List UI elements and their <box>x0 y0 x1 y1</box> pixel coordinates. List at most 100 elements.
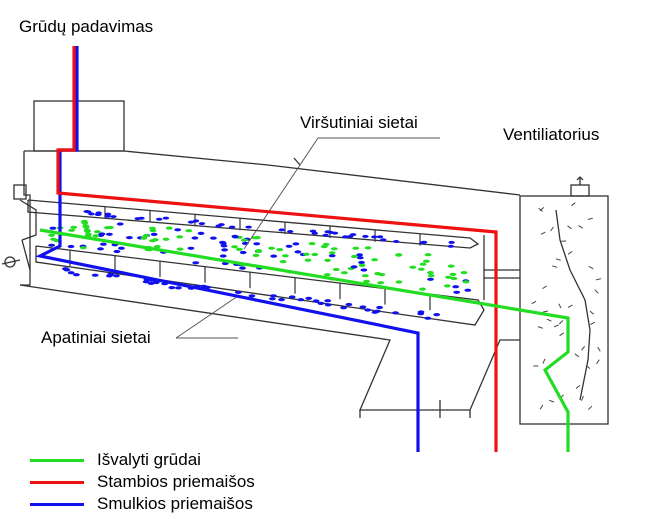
grain-particle <box>279 260 287 264</box>
grain-particle <box>362 234 369 238</box>
grain-particle <box>104 212 112 216</box>
airflow-dash <box>555 258 561 261</box>
airflow-dash <box>587 405 593 411</box>
grain-particle <box>359 305 367 309</box>
airflow-dash <box>537 326 543 329</box>
grain-particle <box>292 242 300 246</box>
grain-particle <box>48 233 55 237</box>
grain-particle <box>221 248 229 252</box>
grain-particle <box>349 233 357 237</box>
grain-particle <box>419 287 426 291</box>
grain-particle <box>443 284 451 288</box>
airflow-dash <box>596 359 600 365</box>
grain-particle <box>228 225 236 229</box>
grain-particle <box>330 247 338 251</box>
grain-particle <box>113 274 120 278</box>
airflow-dash <box>587 217 593 220</box>
grain-particle <box>191 236 199 240</box>
grain-particle <box>231 245 239 249</box>
grain-particle <box>239 250 247 255</box>
fan-label: Ventiliatorius <box>503 125 600 145</box>
airflow-dash <box>597 346 601 352</box>
grain-particle <box>417 267 425 271</box>
clean-grain-flow <box>39 228 570 452</box>
grain-particle <box>350 265 358 269</box>
grain-particle <box>445 275 452 279</box>
grain-particle <box>168 286 176 290</box>
airflow-dash <box>585 364 591 369</box>
airflow-dash <box>567 304 573 308</box>
legend-item-clean: Išvalyti grūdai <box>30 450 201 470</box>
grain-particle <box>324 230 331 234</box>
grain-particle <box>395 280 403 284</box>
feed-hopper <box>33 100 125 152</box>
grain-particle <box>197 231 205 235</box>
airflow-dash <box>590 321 596 326</box>
grain-particle <box>82 225 90 229</box>
grain-particle <box>464 288 472 292</box>
grain-particle <box>323 273 331 277</box>
grain-particle <box>328 254 336 258</box>
grain-particle <box>113 249 121 254</box>
grain-particle <box>358 263 366 267</box>
grain-particle <box>235 247 243 251</box>
grain-particle <box>62 267 69 271</box>
grain-particle <box>107 225 114 230</box>
grain-particle <box>304 258 312 262</box>
grain-particle <box>150 232 158 236</box>
airflow-dash <box>558 303 562 309</box>
airflow-dash <box>578 225 583 229</box>
grain-particle <box>220 244 228 248</box>
grain-particle <box>210 236 217 240</box>
grain-particle <box>341 271 348 275</box>
grain-particle <box>49 226 57 230</box>
fan-body <box>519 195 609 425</box>
grain-particle <box>125 236 133 240</box>
grain-particle <box>100 242 107 246</box>
grain-particle <box>417 310 425 314</box>
grain-particle <box>424 316 432 320</box>
grain-particle <box>308 242 316 246</box>
grain-particle <box>374 309 381 313</box>
airflow-dash <box>567 225 572 230</box>
legend-label-clean: Išvalyti grūdai <box>97 450 201 469</box>
legend-label-coarse: Stambios priemaišos <box>97 472 255 491</box>
grain-particle <box>364 308 372 312</box>
grain-particle <box>138 216 145 220</box>
grain-particle <box>174 228 182 232</box>
airflow-dash <box>567 250 573 255</box>
grain-particle <box>371 258 378 262</box>
grain-particle <box>104 214 112 218</box>
grain-particle <box>67 271 75 275</box>
grain-particle <box>162 237 170 241</box>
grain-particle <box>88 212 95 216</box>
grain-particle <box>176 247 184 251</box>
airflow-dash <box>549 399 555 403</box>
grain-particle <box>91 273 99 277</box>
fan-outlet <box>570 184 590 197</box>
grain-particle <box>433 313 441 317</box>
grain-particle <box>285 244 293 248</box>
legend-item-coarse: Stambios priemaišos <box>30 472 255 492</box>
grain-particle <box>324 258 331 262</box>
grain-particle <box>358 260 365 265</box>
grain-particle <box>447 264 455 268</box>
machine-housing <box>1 100 521 418</box>
upper-sieves-label: Viršutiniai sietai <box>300 113 418 133</box>
grain-particle <box>324 299 332 303</box>
grain-particle <box>219 254 227 258</box>
grain-particle <box>68 228 76 232</box>
grain-particle <box>360 268 368 272</box>
grain-particle <box>276 248 284 252</box>
grain-particle <box>269 297 276 301</box>
grain-particle <box>377 281 385 285</box>
grain-particle <box>92 234 100 238</box>
grain-particle <box>332 267 340 272</box>
grain-particle <box>395 253 403 257</box>
grain-particle <box>361 274 369 278</box>
grain-particle <box>448 240 455 244</box>
grain-particle <box>97 247 104 251</box>
airflow-dash <box>531 300 537 305</box>
grain-particle <box>312 299 320 303</box>
grain-particle <box>239 266 246 270</box>
